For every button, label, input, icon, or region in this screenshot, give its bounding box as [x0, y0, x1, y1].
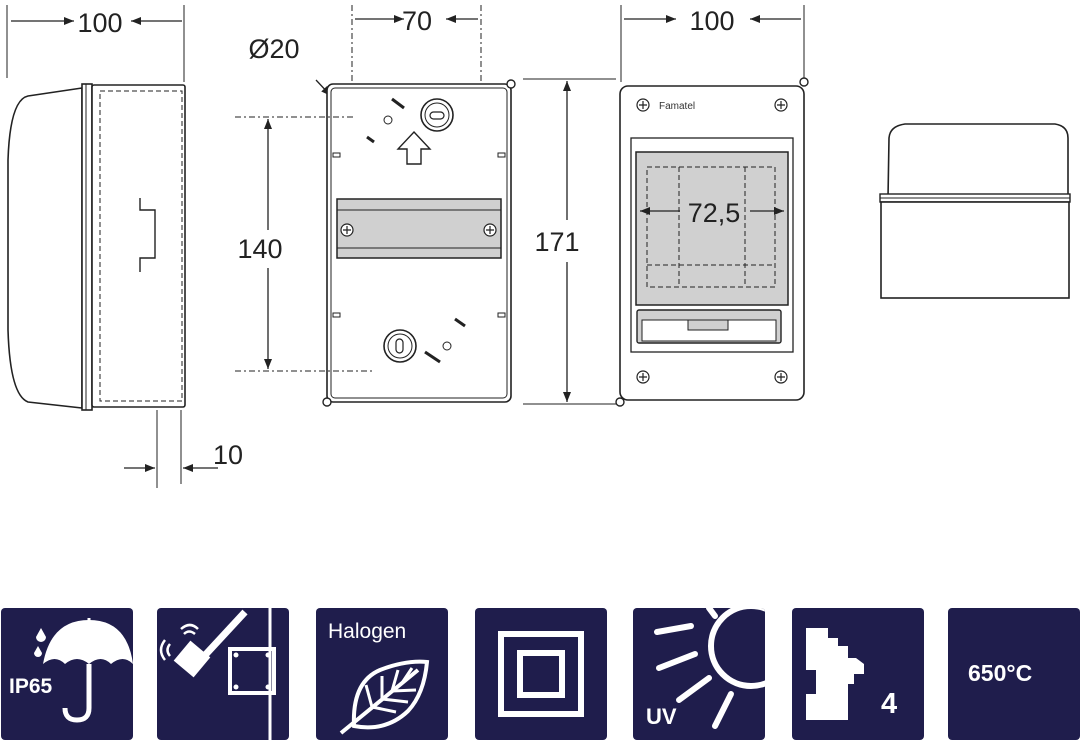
umbrella-rain-icon: [34, 618, 133, 723]
height-dimension: [523, 78, 616, 405]
feature-glow-wire: 650°C: [948, 608, 1080, 740]
feature-modules: 4: [792, 608, 924, 740]
back-view: [235, 5, 516, 407]
feature-ip65: IP65: [1, 608, 133, 740]
front-view: [615, 5, 809, 407]
dim-front-width: 100: [689, 6, 734, 36]
temperature-label: 650°C: [968, 660, 1033, 686]
ip65-label: IP65: [9, 675, 53, 698]
dim-hole-spacing: 70: [402, 6, 432, 36]
feature-uv-resistant: UV: [633, 608, 765, 740]
uv-label: UV: [646, 704, 677, 729]
halogen-label: Halogen: [328, 620, 407, 643]
feature-impact: [157, 608, 289, 740]
leaf-icon: [339, 659, 430, 735]
top-view: [879, 123, 1071, 299]
feature-double-insulation: [475, 608, 607, 740]
brand-label: Famatel: [659, 101, 695, 112]
technical-drawing: 100 10: [6, 5, 1071, 488]
dim-wall-offset: 10: [213, 440, 243, 470]
modules-count: 4: [881, 688, 898, 720]
dim-total-height: 171: [534, 227, 579, 257]
double-insulation-icon: [498, 631, 584, 717]
feature-icons: IP65 Halogen: [0, 608, 1080, 742]
circuit-breaker-icon: [806, 628, 864, 720]
side-view: [6, 5, 218, 488]
dim-side-depth: 100: [77, 8, 122, 38]
dim-window-width: 72,5: [688, 198, 741, 228]
feature-halogen-free: Halogen: [316, 608, 448, 740]
dim-mount-height: 140: [237, 234, 282, 264]
hammer-impact-icon: [159, 608, 276, 740]
sun-uv-icon: [654, 608, 765, 729]
dim-knockout-diameter: Ø20: [248, 34, 299, 64]
